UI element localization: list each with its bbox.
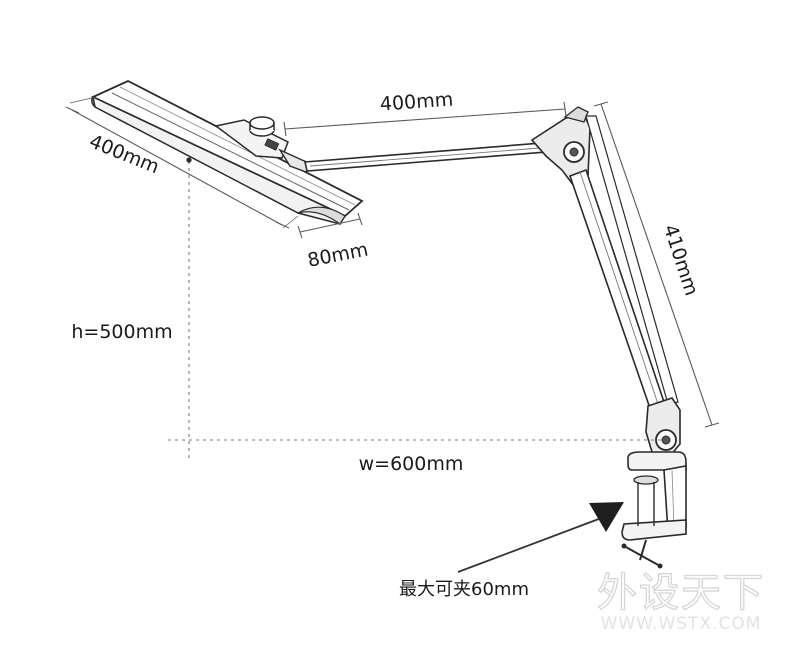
dashed-guides — [168, 161, 664, 462]
lower-arm-length-label: 410mm — [659, 222, 703, 299]
watermark-logo: 外设天下 WWW.WSTX.COM — [596, 569, 765, 634]
height-origin-dot — [186, 157, 192, 163]
dimension-lines — [65, 96, 720, 428]
head-length-label: 400mm — [86, 131, 162, 179]
base-joint — [645, 397, 681, 457]
head-control-hub — [214, 116, 289, 159]
elbow-joint — [530, 106, 591, 188]
upper-arm-length-label: 400mm — [379, 88, 454, 115]
height-label: h=500mm — [71, 321, 172, 343]
watermark-url-text: WWW.WSTX.COM — [601, 614, 762, 634]
lamp-head — [90, 80, 364, 225]
head-width-label: 80mm — [306, 238, 370, 271]
clamp-capacity-label: 最大可夹60mm — [399, 579, 529, 600]
clamp-pointer — [457, 502, 624, 573]
desk-clamp — [621, 451, 687, 569]
reach-label: w=600mm — [359, 453, 464, 475]
watermark-main-text: 外设天下 — [597, 570, 765, 616]
lower-arm — [568, 115, 679, 416]
upper-arm — [278, 142, 548, 173]
